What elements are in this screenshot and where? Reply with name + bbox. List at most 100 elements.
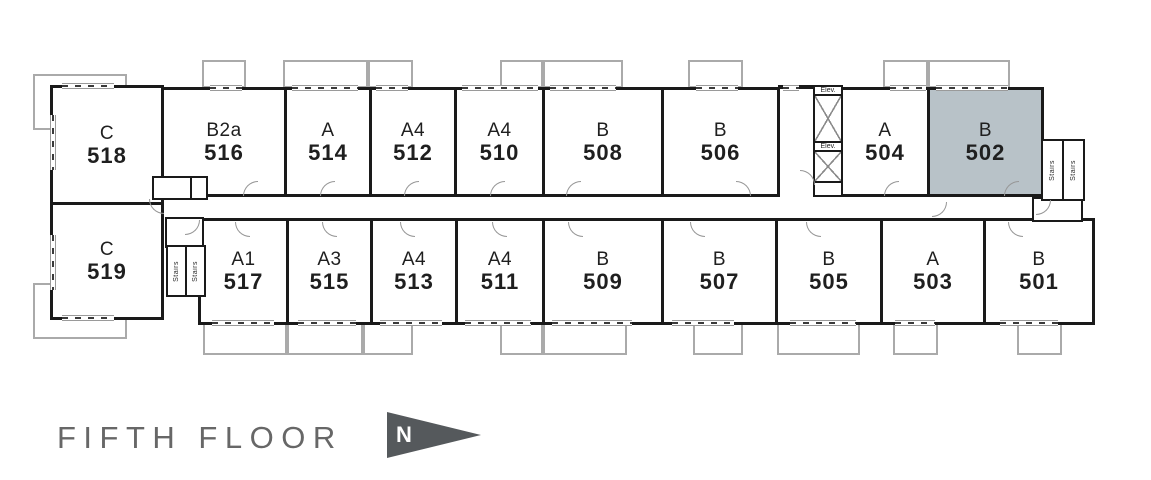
north-arrow-icon: N — [387, 412, 481, 458]
balcony — [1017, 322, 1062, 355]
balcony — [893, 322, 938, 355]
unit-type: A4 — [401, 249, 427, 270]
window — [212, 320, 274, 326]
unit-number: 506 — [700, 139, 741, 165]
unit-type: A4 — [487, 249, 513, 270]
unit-number: 502 — [965, 139, 1006, 165]
unit-number: 503 — [913, 269, 953, 294]
unit-type: A1 — [231, 249, 256, 270]
unit-number: 505 — [809, 269, 849, 294]
window — [1000, 320, 1058, 326]
unit-type: B2a — [206, 119, 242, 141]
window — [672, 320, 734, 326]
window — [298, 320, 356, 326]
window — [936, 85, 1008, 91]
door-arc — [320, 181, 335, 196]
window — [696, 85, 738, 91]
unit-type: C — [99, 122, 115, 144]
unit-number: 501 — [1019, 269, 1059, 294]
unit-number: 513 — [394, 269, 434, 294]
unit-type: C — [99, 238, 115, 260]
utility-box-divider — [190, 178, 192, 198]
door-arc — [884, 181, 899, 196]
balcony — [203, 322, 287, 355]
unit-number: 509 — [583, 269, 623, 294]
door-arc — [490, 181, 505, 196]
stairs-right: Stairs Stairs — [1041, 139, 1085, 201]
unit-type: B — [712, 249, 727, 270]
window — [550, 85, 616, 91]
window — [552, 320, 632, 326]
balcony — [500, 60, 543, 88]
unit-type: B — [978, 119, 993, 141]
door-arc — [404, 181, 419, 196]
unit-type: A4 — [400, 119, 426, 141]
window — [210, 85, 242, 91]
unit-type: B — [596, 249, 610, 270]
window — [50, 235, 56, 290]
window — [292, 85, 358, 91]
window — [890, 85, 926, 91]
stairs-column: Stairs — [185, 245, 206, 297]
unit-number: 516 — [204, 139, 244, 165]
window — [380, 320, 442, 326]
unit-number: 504 — [865, 139, 905, 165]
unit-type: B — [822, 249, 836, 270]
unit-number: 518 — [87, 142, 127, 168]
balcony — [202, 60, 246, 88]
elevator-cell — [815, 183, 841, 195]
window — [465, 320, 531, 326]
unit-type: A — [321, 119, 335, 141]
stairs-left: Stairs Stairs — [166, 245, 206, 297]
stairs-column: Stairs — [1062, 139, 1085, 201]
unit-type: A4 — [487, 119, 512, 141]
balcony — [688, 60, 743, 88]
elevator-x-icon — [815, 152, 841, 183]
door-arc — [243, 181, 258, 196]
stairs-column: Stairs — [1041, 139, 1064, 201]
elevator-label: Elev. — [815, 87, 841, 96]
stairs-label: Stairs — [1070, 159, 1077, 181]
window — [376, 85, 408, 91]
floor-title: FIFTH FLOOR — [57, 420, 343, 455]
elevator-x-icon — [815, 96, 841, 143]
stairs-column: Stairs — [166, 245, 187, 297]
window — [50, 115, 56, 170]
utility-box — [152, 176, 208, 200]
unit-number: 517 — [223, 269, 264, 294]
elevator-label: Elev. — [815, 143, 841, 152]
door-arc — [932, 202, 947, 217]
unit-type: A — [878, 119, 892, 141]
window — [62, 315, 114, 321]
balcony — [543, 60, 623, 88]
unit-number: 510 — [479, 139, 520, 165]
balcony — [283, 60, 368, 88]
unit-type: B — [596, 119, 610, 141]
unit-type: B — [1032, 249, 1046, 270]
window — [895, 320, 935, 326]
unit-type: B — [713, 119, 728, 141]
unit-number: 511 — [480, 269, 520, 294]
stairs-label: Stairs — [173, 260, 180, 282]
unit-number: 515 — [309, 269, 350, 294]
window — [462, 85, 538, 91]
balcony — [543, 322, 627, 355]
unit-number: 519 — [87, 258, 127, 284]
